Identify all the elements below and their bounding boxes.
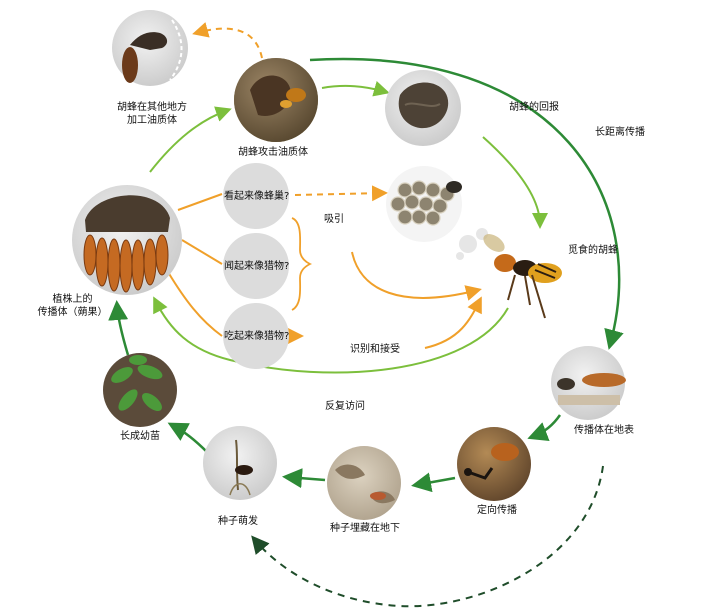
label-on-ground: 传播体在地表: [574, 425, 634, 436]
nest-to-comb-arrow: [294, 185, 388, 202]
hornet-photo: [456, 228, 562, 319]
label-reward: 胡蜂的回报: [509, 102, 559, 113]
label-recognize: 识别和接受: [350, 344, 400, 355]
label-diaspore: 植株上的 传播体（蒴果）: [37, 294, 108, 318]
attract-arrow: [351, 251, 482, 301]
cue-link-1: [177, 193, 223, 211]
reward-photo: [385, 70, 461, 146]
attack-to-reward-arrow: [321, 81, 390, 97]
directed-photo: [457, 427, 531, 501]
label-foraging: 觅食的胡蜂: [568, 245, 618, 256]
ground-to-directed-arrow: [527, 414, 562, 441]
label-directed: 定向传播: [477, 505, 517, 516]
ground-photo: [551, 346, 626, 420]
attack-photo: [234, 58, 318, 142]
diaspore-to-attack-arrow: [149, 106, 232, 173]
long-dispersal-arrow: [309, 57, 624, 350]
question-circles: [223, 163, 289, 369]
buried-to-germinate-arrow: [282, 468, 326, 489]
dashed-return-arrow: [251, 465, 604, 608]
seedling-to-diaspore-arrow: [108, 300, 130, 356]
label-buried: 种子埋藏在地下: [330, 523, 400, 534]
label-revisit: 反复访问: [325, 401, 365, 412]
label-attract: 吸引: [324, 214, 344, 225]
germinate-photo: [203, 426, 277, 500]
diaspore-photo: [72, 185, 182, 295]
nest-photo: [386, 166, 462, 242]
label-tastes-prey: 吃起来像猎物?: [224, 331, 290, 342]
label-smells-prey: 闻起来像猎物?: [224, 261, 290, 272]
cue-link-3: [167, 271, 223, 337]
revisit-arrow: [153, 296, 509, 374]
attack-to-process-arrow: [192, 22, 263, 59]
reward-to-hornet-arrow: [482, 136, 548, 229]
recognize-arrow: [424, 296, 482, 349]
cue-link-2: [181, 239, 223, 265]
label-germinate: 种子萌发: [218, 516, 258, 527]
process-elsewhere-photo: [112, 10, 188, 86]
seedling-photo: [103, 353, 177, 427]
label-attack: 胡蜂攻击油质体: [238, 147, 308, 158]
label-seedling: 长成幼苗: [120, 431, 160, 442]
label-looks-nest: 看起来像蜂巢?: [224, 191, 290, 202]
directed-to-buried-arrow: [411, 472, 456, 493]
label-process-elsewhere: 胡蜂在其他地方 加工油质体: [117, 102, 187, 126]
label-long-dispersal: 长距离传播: [595, 127, 645, 138]
buried-photo: [327, 446, 401, 520]
brace: [291, 217, 313, 311]
germinate-to-seedling-arrow: [167, 422, 209, 454]
